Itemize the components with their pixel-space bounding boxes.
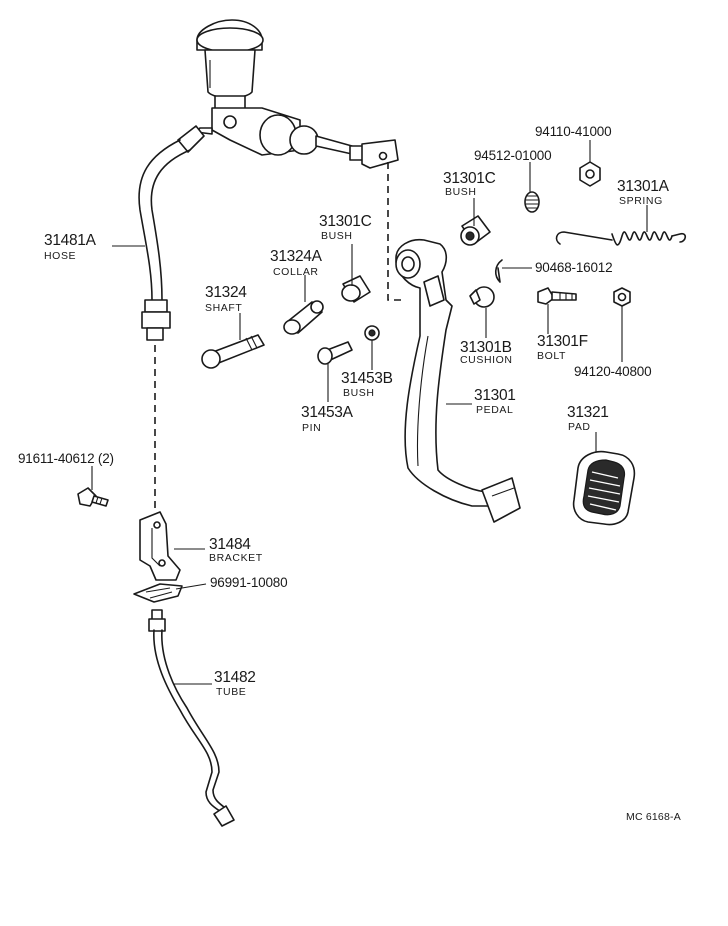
label-bush-c-right-number: 31301C bbox=[443, 170, 496, 187]
label-nut-top-code: 94110-41000 bbox=[535, 124, 612, 139]
bolt-31301f-drawing bbox=[537, 287, 577, 305]
label-spring-number: 31301A bbox=[617, 178, 669, 195]
label-hose-number: 31481A bbox=[44, 232, 96, 249]
label-pin-name: PIN bbox=[302, 422, 322, 434]
guide-line-cylinder-pedal bbox=[387, 162, 404, 301]
label-clip-lower-code: 96991-10080 bbox=[210, 575, 288, 590]
label-bracket-name: BRACKET bbox=[209, 552, 263, 564]
label-bush-b-number: 31453B bbox=[341, 370, 393, 387]
bracket-31484-drawing bbox=[139, 511, 181, 581]
pad-31321-drawing bbox=[572, 450, 636, 526]
spring-31301a-drawing bbox=[555, 231, 687, 246]
label-cushion-name: CUSHION bbox=[460, 354, 513, 366]
label-tube-name: TUBE bbox=[216, 686, 247, 698]
label-collar-number: 31324A bbox=[270, 248, 322, 265]
label-cushion-number: 31301B bbox=[460, 339, 512, 356]
label-bush-b-name: BUSH bbox=[343, 387, 375, 399]
label-bolt-name: BOLT bbox=[537, 350, 567, 362]
label-clip-code: 90468-16012 bbox=[535, 260, 613, 275]
label-bolt-left-code: 91611-40612 (2) bbox=[18, 451, 114, 466]
label-spring-name: SPRING bbox=[619, 195, 663, 207]
label-nut-right-code: 94120-40800 bbox=[574, 364, 652, 379]
shaft-31324-drawing bbox=[201, 334, 265, 369]
bush-31301c-center-drawing bbox=[341, 275, 371, 303]
tube-31482-drawing bbox=[148, 609, 235, 827]
label-shaft-name: SHAFT bbox=[205, 302, 243, 314]
label-bracket-number: 31484 bbox=[209, 536, 251, 553]
pedal-31301-drawing bbox=[395, 238, 521, 523]
label-pad-number: 31321 bbox=[567, 404, 609, 421]
leader-lines bbox=[91, 140, 648, 685]
clip-96991-10080-drawing bbox=[133, 583, 183, 603]
label-pad-name: PAD bbox=[568, 421, 591, 433]
label-washer-code: 94512-01000 bbox=[474, 148, 552, 163]
label-bolt-number: 31301F bbox=[537, 333, 588, 350]
label-shaft-number: 31324 bbox=[205, 284, 247, 301]
label-tube-number: 31482 bbox=[214, 669, 256, 686]
label-pedal-number: 31301 bbox=[474, 387, 516, 404]
bush-31301c-right-drawing bbox=[460, 215, 491, 246]
nut-94110-41000-drawing bbox=[579, 161, 601, 187]
washer-94512-01000-drawing bbox=[524, 191, 540, 213]
label-hose-name: HOSE bbox=[44, 250, 77, 262]
bolt-91611-40612-drawing bbox=[77, 487, 109, 507]
label-bush-c-right-name: BUSH bbox=[445, 186, 477, 198]
master-cylinder bbox=[195, 19, 399, 169]
label-collar-name: COLLAR bbox=[273, 266, 319, 278]
collar-31324a-drawing bbox=[283, 300, 324, 335]
label-bush-c-center-number: 31301C bbox=[319, 213, 372, 230]
label-pedal-name: PEDAL bbox=[476, 404, 514, 416]
label-bush-c-center-name: BUSH bbox=[321, 230, 353, 242]
bush-31453b-drawing bbox=[364, 325, 380, 341]
clip-90468-16012-drawing bbox=[494, 259, 503, 283]
nut-94120-40800-drawing bbox=[613, 287, 631, 307]
hose-31481a-drawing bbox=[138, 125, 205, 341]
cushion-31301b-drawing bbox=[469, 286, 495, 308]
label-pin-number: 31453A bbox=[301, 404, 353, 421]
diagram-id: MC 6168-A bbox=[626, 811, 681, 823]
pin-31453a-drawing bbox=[317, 341, 353, 365]
